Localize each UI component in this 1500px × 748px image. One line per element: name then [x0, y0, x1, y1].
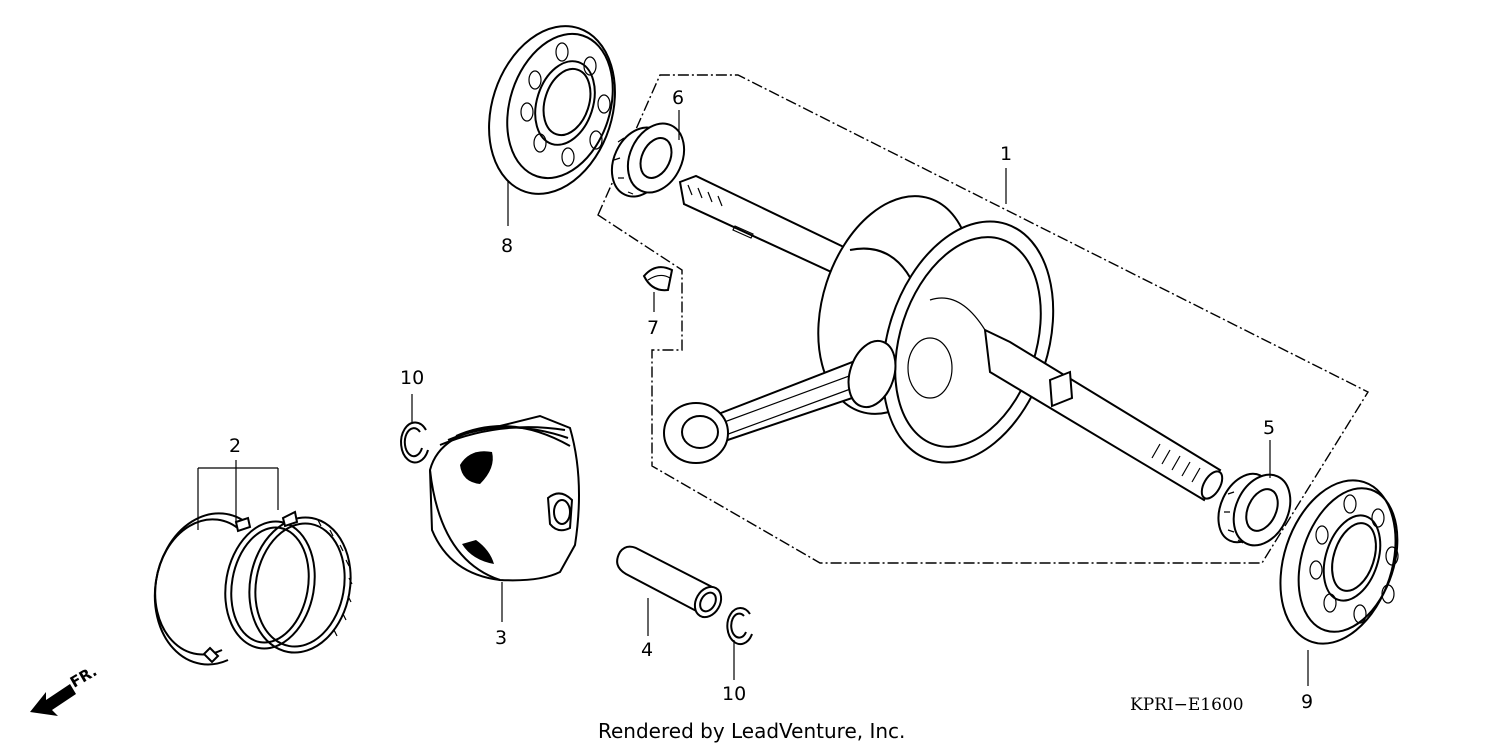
callout-9: 9: [1301, 691, 1313, 713]
bearing-right[interactable]: [1261, 465, 1416, 658]
callout-4: 4: [641, 639, 653, 661]
woodruff-key[interactable]: [642, 266, 674, 292]
callout-6: 6: [672, 87, 684, 109]
front-indicator-label: FR.: [67, 662, 100, 691]
front-arrow-icon: FR.: [30, 662, 100, 716]
piston[interactable]: [428, 414, 580, 582]
assembly-outline: [597, 74, 1369, 564]
piston-ring-set[interactable]: [153, 509, 361, 666]
piston-pin[interactable]: [616, 545, 726, 622]
diagram-code: KPRI−E1600: [1130, 695, 1244, 715]
callout-3: 3: [495, 627, 507, 649]
callout-1: 1: [1000, 143, 1012, 165]
leader-lines: [197, 110, 1309, 686]
oil-seal-right[interactable]: [1208, 465, 1301, 554]
callout-10-lower: 10: [722, 683, 746, 705]
crankshaft[interactable]: [663, 174, 1226, 502]
circlip-upper[interactable]: [400, 421, 429, 464]
callout-10-upper: 10: [400, 367, 424, 389]
callout-5: 5: [1263, 417, 1275, 439]
callout-2: 2: [229, 435, 241, 457]
credit-text: Rendered by LeadVenture, Inc.: [598, 719, 905, 743]
oil-seal-left[interactable]: [601, 114, 695, 205]
callout-7: 7: [647, 317, 659, 339]
bearing-left[interactable]: [468, 10, 635, 211]
callout-8: 8: [501, 235, 513, 257]
circlip-lower[interactable]: [726, 607, 753, 646]
